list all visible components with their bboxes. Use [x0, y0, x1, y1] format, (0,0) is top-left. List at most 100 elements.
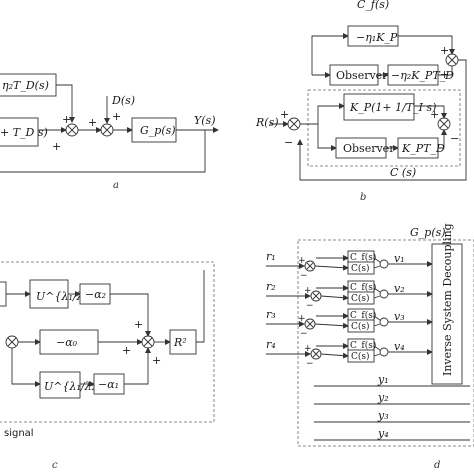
sum-in-minus: − [284, 136, 293, 149]
junction-x-b-1 [306, 262, 314, 270]
sum2-plus-b: + [112, 110, 121, 123]
out-junction-3 [379, 317, 389, 327]
junction-plus-2: + [304, 286, 312, 296]
plant-block [131, 117, 177, 143]
junction-plus-3: + [298, 314, 306, 324]
dashed-frame-c [0, 261, 215, 423]
cf-out-3 [373, 315, 381, 321]
u-top-block [29, 279, 69, 309]
junction-minus-4: − [306, 359, 314, 369]
sum1-plus-a: + [62, 113, 71, 126]
ctrl-block-label: + T_D s) [0, 126, 48, 139]
signal-label: signal [4, 428, 34, 439]
sum1-plus-b: + [52, 140, 61, 153]
cf-label-2: C_f(s) [350, 282, 376, 293]
junction-plus-4: + [304, 344, 312, 354]
y-label-4: y₄ [377, 427, 389, 440]
c-sum-plus-c: + [152, 354, 161, 367]
c-line-4 [320, 352, 349, 359]
observer-bot-label: Observer [343, 142, 395, 155]
y-label-3: y₃ [377, 409, 389, 422]
decoupling-label: Inverse System Decoupling [441, 223, 454, 376]
bot-td-label: K_PT_D [401, 142, 445, 155]
pi-block [343, 93, 415, 121]
top-gain-label: −η₁K_P [356, 31, 398, 44]
sum-in-plus: + [280, 108, 289, 121]
partial-block-c [0, 281, 7, 307]
v-label-4: v₄ [394, 340, 405, 353]
c-sum-plus-b: + [122, 344, 131, 357]
panel-c: U^{λ₁/λ₂} −α₂ + −α₀ + R² U^{λ₁/λ₂} −α₁ +… [0, 261, 215, 471]
cf-out-4 [373, 345, 381, 351]
c-sum-plus-a: + [134, 318, 143, 331]
c-out-2 [373, 295, 381, 299]
c-label: C (s) [390, 166, 416, 179]
input-label-2: r₂ [266, 280, 276, 293]
a0-block [39, 329, 99, 355]
cf-label-1: C_f(s) [350, 252, 376, 263]
dashed-frame-d [297, 239, 474, 447]
ff-block-label: η₂T_D(s) [2, 79, 49, 92]
c-line-2 [320, 294, 349, 301]
inner-frame [307, 89, 461, 167]
out-junction-2 [379, 289, 389, 299]
a2-label: −α₂ [85, 288, 106, 301]
c-out-4 [373, 353, 381, 357]
c-label-2: C(s) [351, 293, 370, 304]
sum-bot-minus: − [450, 132, 459, 145]
plant-label: G_p(s) [140, 124, 176, 137]
panel-d: G_p(s) Inverse System Decoupling d r₁+−C… [266, 223, 474, 471]
sum-top-plus-b: + [440, 68, 449, 81]
caption-c: c [52, 460, 58, 471]
v-label-1: v₁ [394, 252, 405, 265]
a1-label: −α₁ [98, 378, 119, 391]
ctrl-block [0, 117, 39, 147]
cf-out-1 [373, 257, 381, 263]
c-out-3 [373, 323, 381, 327]
input-label-1: r₁ [266, 250, 276, 263]
cf-label-4: C_f(s) [350, 340, 376, 351]
decoupling-block [431, 243, 463, 385]
u-bot-block [39, 371, 81, 399]
caption-d: d [434, 460, 440, 471]
junction-minus-2: − [306, 301, 314, 311]
caption-a: a [113, 180, 119, 191]
sum2-plus-a: + [88, 116, 97, 129]
sum-top-plus-a: + [440, 44, 449, 57]
u-bot-label: U^{λ₁/λ₂} [44, 380, 103, 393]
c-out-1 [373, 265, 381, 269]
r2-label: R² [173, 336, 187, 349]
junction-x-b-4 [312, 350, 320, 358]
c-line-1 [314, 264, 349, 271]
input-label-3: r₃ [266, 308, 276, 321]
junction-x-b-3 [306, 320, 314, 328]
plant-d-label: G_p(s) [410, 226, 446, 239]
junction-minus-1: − [300, 271, 308, 281]
junction-x-b-2 [312, 292, 320, 300]
input-label-4: r₄ [266, 338, 276, 351]
junction-plus-1: + [298, 256, 306, 266]
c-label-4: C(s) [351, 351, 370, 362]
panel-a: η₂T_D(s) + T_D s) + + + D(s) + G_p(s) Y(… [0, 73, 219, 191]
c-line-3 [314, 322, 349, 329]
cf-label-3: C_f(s) [350, 310, 376, 321]
cf-label: C_f(s) [357, 0, 389, 11]
panel-b: C_f(s) −η₁K_P + + Observer −η₂K_PT_D R(s… [255, 0, 467, 203]
y-label-1: y₁ [377, 373, 389, 386]
junction-minus-3: − [300, 329, 308, 339]
c-label-3: C(s) [351, 321, 370, 332]
a0-label: −α₀ [56, 336, 78, 349]
out-junction-4 [379, 347, 389, 357]
c-label-1: C(s) [351, 263, 370, 274]
out-junction-1 [379, 259, 389, 269]
output-label: Y(s) [194, 114, 216, 127]
y-label-2: y₂ [377, 391, 389, 404]
disturbance-label: D(s) [111, 94, 135, 107]
top-td-label: −η₂K_PT_D [391, 69, 454, 82]
cf-out-2 [373, 287, 381, 293]
caption-b: b [360, 192, 366, 203]
observer-top-label: Observer [336, 69, 388, 82]
top-td-block [387, 64, 439, 86]
sum-bot-plus: + [430, 108, 439, 121]
